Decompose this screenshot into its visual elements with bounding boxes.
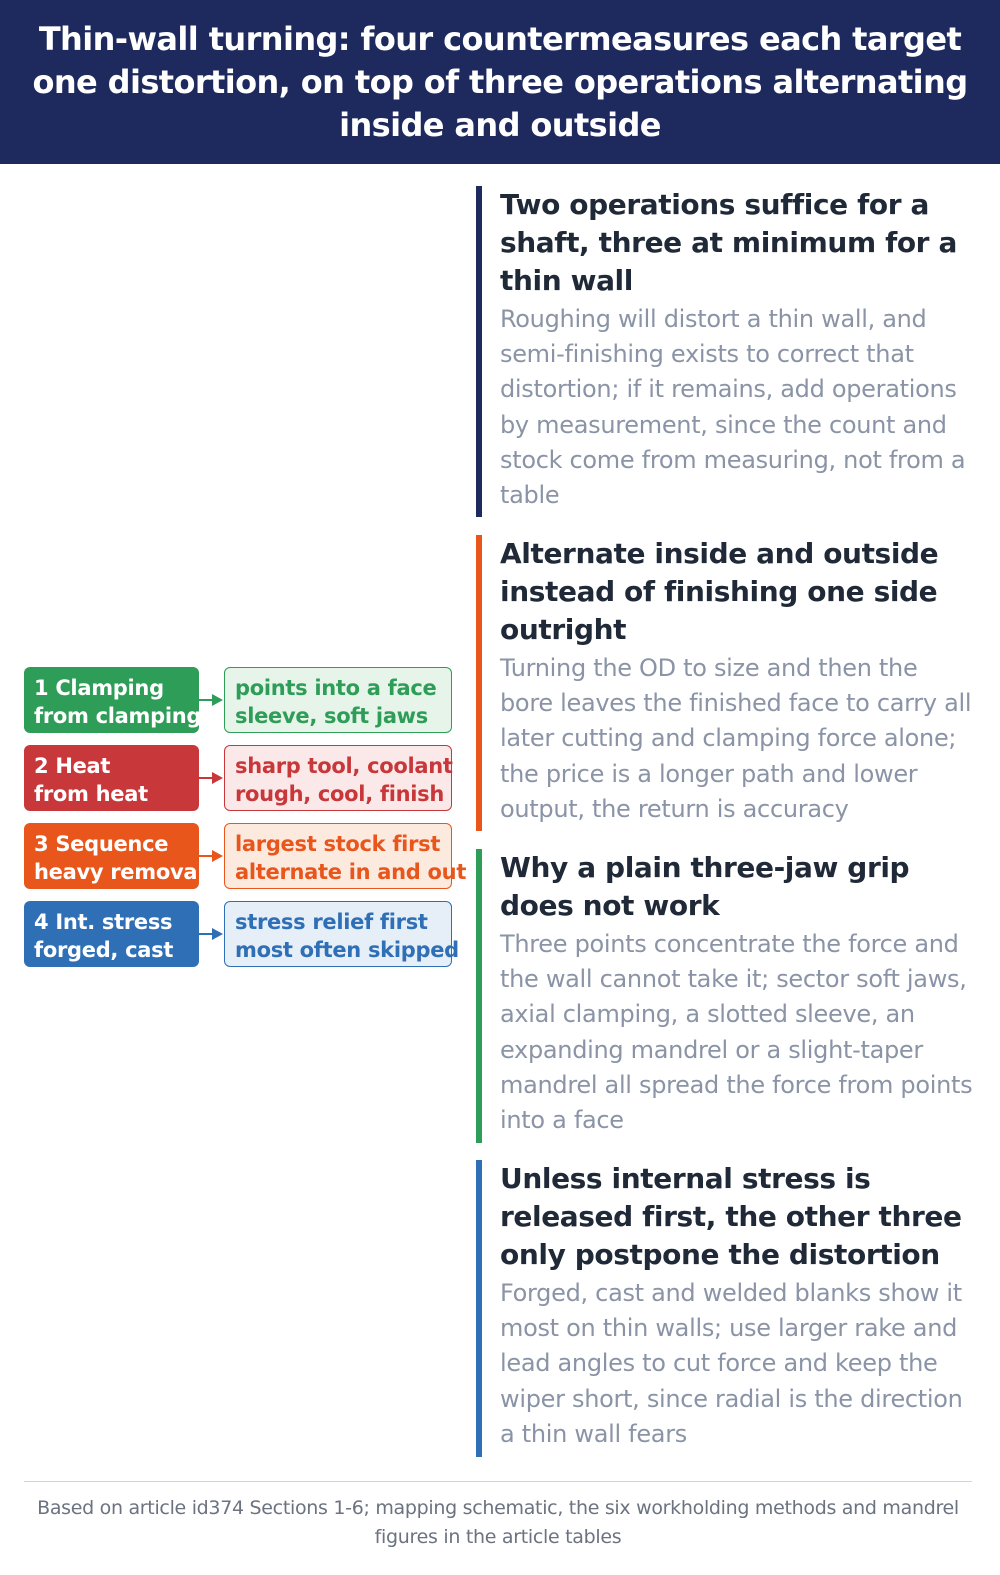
section-body: Three points concentrate the force and t… bbox=[500, 930, 973, 1135]
arrow-icon bbox=[199, 694, 223, 706]
distortion-card-subtitle: from heat bbox=[34, 782, 148, 806]
countermeasure-line-1: largest stock first bbox=[235, 832, 441, 856]
section-operation-count: Two operations suffice for a shaft, thre… bbox=[476, 186, 976, 517]
distortion-card-internal-stress: 4 Int. stress forged, cast bbox=[24, 901, 199, 967]
section-heading: Unless internal stress is released first… bbox=[500, 1162, 962, 1271]
page-title: Thin-wall turning: four countermeasures … bbox=[32, 19, 968, 144]
section-body: Turning the OD to size and then the bore… bbox=[500, 654, 972, 823]
distortion-card-heat: 2 Heat from heat bbox=[24, 745, 199, 811]
countermeasure-card-heat: sharp tool, coolant rough, cool, finish bbox=[224, 745, 453, 811]
section-body: Forged, cast and welded blanks show it m… bbox=[500, 1279, 963, 1448]
section-body: Roughing will distort a thin wall, and s… bbox=[500, 305, 966, 510]
distortion-card-subtitle: from clamping bbox=[34, 704, 202, 728]
arrow-icon bbox=[199, 772, 223, 784]
arrow-icon bbox=[199, 928, 223, 940]
countermeasure-line-2: rough, cool, finish bbox=[235, 782, 445, 806]
section-internal-stress: Unless internal stress is released first… bbox=[476, 1160, 976, 1457]
distortion-card-clamping: 1 Clamping from clamping bbox=[24, 667, 202, 733]
distortion-card-title: 2 Heat bbox=[34, 754, 111, 778]
countermeasure-line-2: sleeve, soft jaws bbox=[235, 704, 428, 728]
arrow-icon bbox=[199, 850, 223, 862]
section-heading: Why a plain three-jaw grip does not work bbox=[500, 851, 910, 922]
section-three-jaw-grip: Why a plain three-jaw grip does not work… bbox=[476, 849, 976, 1143]
countermeasure-card-internal-stress: stress relief first most often skipped bbox=[224, 901, 459, 967]
footer-divider bbox=[24, 1481, 972, 1482]
section-heading: Alternate inside and outside instead of … bbox=[500, 537, 939, 646]
countermeasure-line-2: alternate in and out bbox=[235, 860, 467, 884]
distortion-card-subtitle: forged, cast bbox=[34, 938, 174, 962]
distortion-card-title: 1 Clamping bbox=[34, 676, 164, 700]
distortion-card-title: 4 Int. stress bbox=[34, 910, 173, 934]
countermeasure-card-sequence: largest stock first alternate in and out bbox=[224, 823, 467, 889]
countermeasure-line-2: most often skipped bbox=[235, 938, 459, 962]
countermeasure-line-1: points into a face bbox=[235, 676, 437, 700]
distortion-card-sequence: 3 Sequence heavy removal bbox=[24, 823, 205, 889]
countermeasure-line-1: sharp tool, coolant bbox=[235, 754, 453, 778]
distortion-card-title: 3 Sequence bbox=[34, 832, 169, 856]
countermeasure-card-clamping: points into a face sleeve, soft jaws bbox=[224, 667, 452, 733]
distortion-card-subtitle: heavy removal bbox=[34, 860, 205, 884]
title-banner: Thin-wall turning: four countermeasures … bbox=[0, 0, 1000, 164]
section-heading: Two operations suffice for a shaft, thre… bbox=[500, 188, 957, 297]
section-alternate-sides: Alternate inside and outside instead of … bbox=[476, 535, 976, 831]
countermeasure-line-1: stress relief first bbox=[235, 910, 428, 934]
source-note: Based on article id374 Sections 1-6; map… bbox=[37, 1497, 959, 1548]
